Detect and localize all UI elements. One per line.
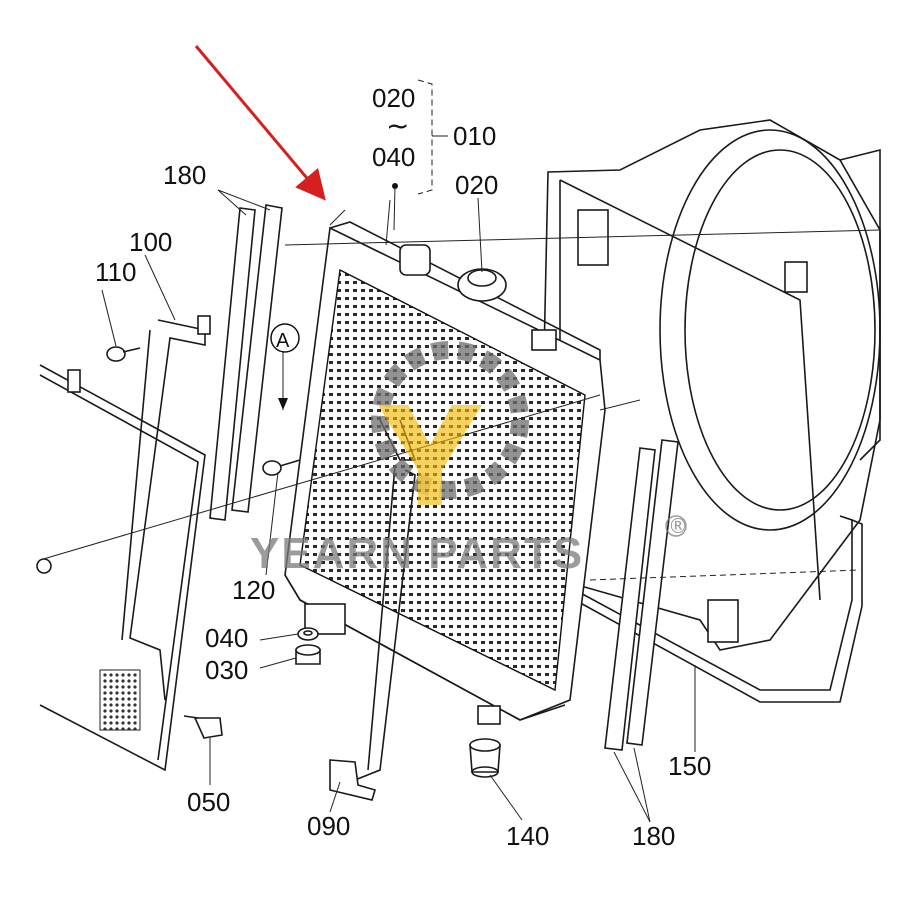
callout-stay-090: 090 — [307, 811, 350, 841]
bracket-100 — [121, 315, 211, 701]
callout-washer-040: 040 — [205, 623, 248, 653]
callout-seal-180-lower: 180 — [632, 821, 675, 851]
washer-040 — [297, 627, 319, 641]
callout-bracket-100: 100 — [129, 227, 172, 257]
bolt-110 — [106, 346, 141, 362]
reference-lines — [39, 199, 881, 581]
radiator — [284, 221, 606, 725]
callout-cap-020: 020 — [455, 170, 498, 200]
view-a-label: A — [276, 330, 290, 352]
callout-cushion-140: 140 — [506, 821, 549, 851]
callout-nut-030: 030 — [205, 655, 248, 685]
callout-bolt-120: 120 — [232, 575, 275, 605]
callout-range-top: 020 — [372, 83, 415, 113]
stay-090 — [329, 465, 416, 801]
callout-seal-180-upper: 180 — [163, 160, 206, 190]
view-a-marker: A — [270, 323, 300, 353]
shroud-seal-150 — [574, 515, 863, 703]
nut-030 — [295, 644, 321, 665]
watermark-logo: YEARN PARTS ® — [250, 341, 688, 578]
leader-lines — [101, 79, 696, 823]
bolt-050 — [183, 715, 223, 739]
callout-range-sep: ~ — [386, 109, 409, 142]
side-panel — [36, 364, 206, 772]
cushion-140 — [469, 738, 501, 778]
callout-bolt-050: 050 — [187, 787, 230, 817]
callout-bolt-110: 110 — [95, 257, 136, 287]
callout-labels: 020 ~ 040 010 020 180 100 110 120 040 03… — [95, 83, 711, 851]
callout-shroud-seal-150: 150 — [668, 751, 711, 781]
watermark-text: YEARN PARTS — [250, 529, 584, 578]
callout-range-bottom: 040 — [372, 142, 415, 172]
seal-180-upper-left — [209, 204, 283, 521]
seal-180-lower-right — [604, 439, 679, 751]
red-arrow — [194, 45, 326, 201]
watermark-registered: ® — [668, 514, 688, 538]
bolt-120 — [262, 459, 301, 476]
callout-group-010: 010 — [453, 121, 496, 151]
